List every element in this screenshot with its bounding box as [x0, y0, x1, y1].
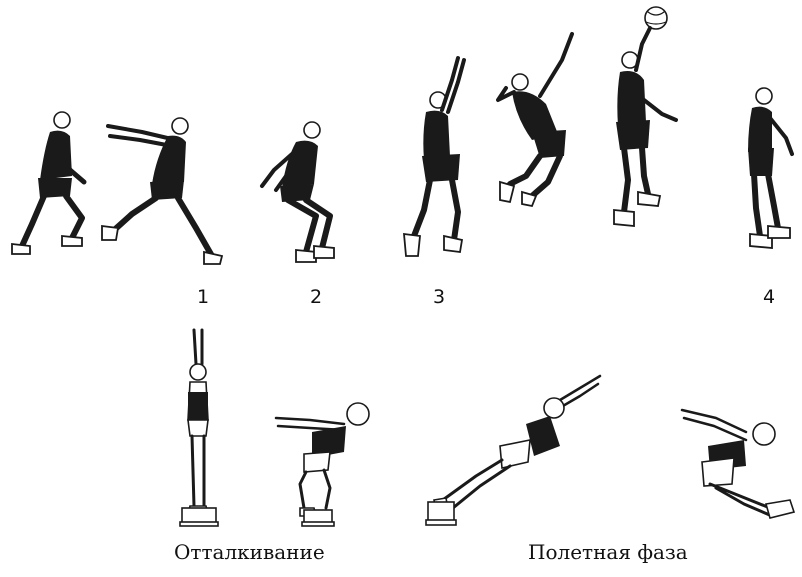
takeoff-board-icon	[428, 502, 454, 522]
phase-label-1: 1	[197, 286, 209, 308]
phase-label-3: 3	[433, 286, 445, 308]
phase-label-2: 2	[310, 286, 322, 308]
figure-standing-arms-overhead	[180, 330, 218, 526]
figure-airborne-swing	[498, 34, 572, 206]
figure-approach-step-1	[12, 112, 84, 254]
figure-flight-landing	[682, 410, 794, 518]
figure-approach-step-2	[102, 118, 222, 264]
figure-squat-prep	[262, 122, 334, 262]
figure-flight-extension	[426, 376, 600, 525]
figure-takeoff-arms-up	[404, 58, 464, 256]
caption-takeoff: Отталкивание	[174, 540, 325, 564]
figure-spike-contact	[614, 7, 676, 226]
figure-crouch-arms-forward	[276, 403, 369, 526]
phase-label-4: 4	[763, 286, 775, 308]
volleyball-icon	[645, 7, 667, 29]
caption-flight-phase: Полетная фаза	[528, 540, 688, 564]
figure-landing	[748, 88, 792, 248]
